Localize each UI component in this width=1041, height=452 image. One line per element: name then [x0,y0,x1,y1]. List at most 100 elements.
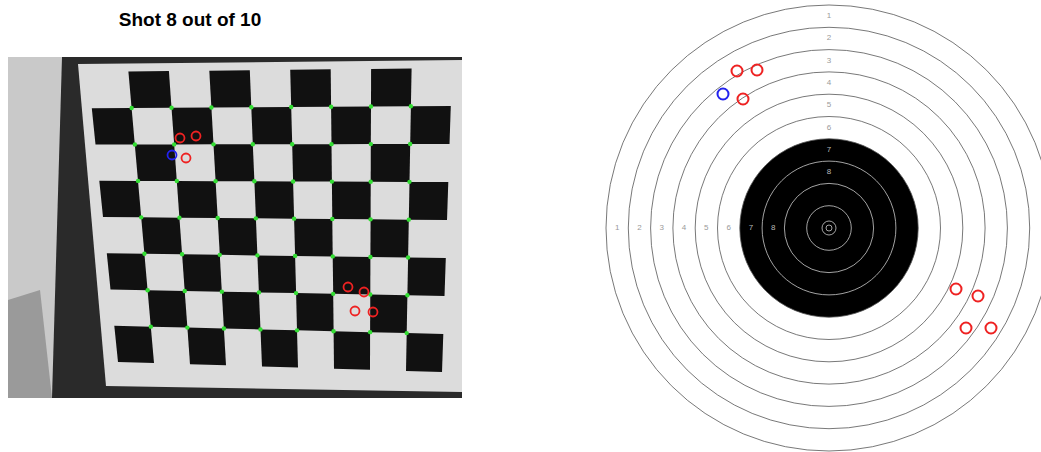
corner-dot [183,289,187,293]
black-square [99,181,141,218]
black-square [135,144,177,181]
target [606,5,1041,451]
target-ring [718,117,941,340]
ring-number: 3 [827,57,831,65]
black-square [218,218,258,255]
corner-dot [407,217,411,221]
black-square [334,331,371,370]
corner-dot [291,179,295,183]
black-square [177,181,218,218]
corner-dot [255,253,259,257]
ring-number: 6 [827,124,831,132]
corner-dot [175,179,179,183]
corner-dot [404,331,408,335]
ring-number: 2 [827,34,831,42]
corner-dot [368,180,372,184]
target-ring [762,161,896,295]
board [78,60,462,392]
ring-number: 1 [615,224,619,232]
ring-number: 7 [827,146,831,154]
shot-marker [951,284,962,295]
ring-number: 4 [827,79,831,87]
target-ring [740,139,918,317]
black-square [370,295,407,334]
shot-marker [176,134,185,143]
black-square [222,292,261,330]
target-ring [695,94,963,362]
corner-dot [133,142,137,146]
corner-dot [331,254,335,258]
corner-dot [409,104,413,108]
corner-dot [149,324,153,328]
corner-dot [209,105,213,109]
corner-dot [142,252,146,256]
corner-dot [289,105,293,109]
ring-number: 8 [771,224,775,232]
shot-marker [344,283,353,292]
corner-dot [406,255,410,259]
corner-dot [258,327,262,331]
shot-marker [718,89,729,100]
black-square [331,107,371,145]
black-square [254,181,294,218]
corner-dot [252,179,256,183]
corner-dot [407,180,411,184]
corner-dot [290,142,294,146]
black-square [261,329,299,367]
corner-dot [369,142,373,146]
black-square [332,182,371,220]
black-square [209,70,251,107]
ring-number: 6 [726,224,730,232]
target-face [606,5,1041,451]
corner-dot [293,254,297,258]
corner-dot [211,142,215,146]
shot-marker [369,308,378,317]
shot-marker [182,154,191,163]
corner-dot [185,325,189,329]
black-square [187,328,226,366]
black-square [410,106,451,144]
black-square [292,144,332,181]
black-square [409,182,449,220]
corner-dot [368,330,372,334]
corner-dot [215,216,219,220]
ring-number: 7 [749,224,753,232]
ring-number: 5 [827,101,831,109]
target-ring [784,183,873,272]
corner-dot [220,289,224,293]
checkerboard-photo [8,57,462,398]
corner-dot [145,288,149,292]
corner-dot [294,291,298,295]
bullseye [740,139,918,317]
ring-number: 2 [637,224,641,232]
black-square [214,144,255,181]
black-square [128,71,171,108]
shot-marker [738,94,749,105]
corner-dot [169,106,173,110]
corner-dot [172,142,176,146]
shot-marker [986,323,997,334]
black-square [407,258,445,297]
black-square [172,108,214,145]
black-square [92,108,135,145]
black-square [182,254,222,291]
black-square [406,333,443,372]
shot-marker [752,65,763,76]
corner-dot [249,105,253,109]
corner-dot [222,326,226,330]
corner-dot [136,179,140,183]
target-ring [826,225,832,231]
shot-marker [192,132,201,141]
shot-marker [732,66,743,77]
corner-dot [368,217,372,221]
ring-number: 3 [660,224,664,232]
corner-dot [369,104,373,108]
corner-dot [331,292,335,296]
black-square [251,107,292,144]
corner-dot [329,105,333,109]
wall-shadow [8,290,52,398]
target-ring [807,206,852,251]
shot-marker [973,291,984,302]
corner-dot [129,106,133,110]
shot-marker [351,307,360,316]
